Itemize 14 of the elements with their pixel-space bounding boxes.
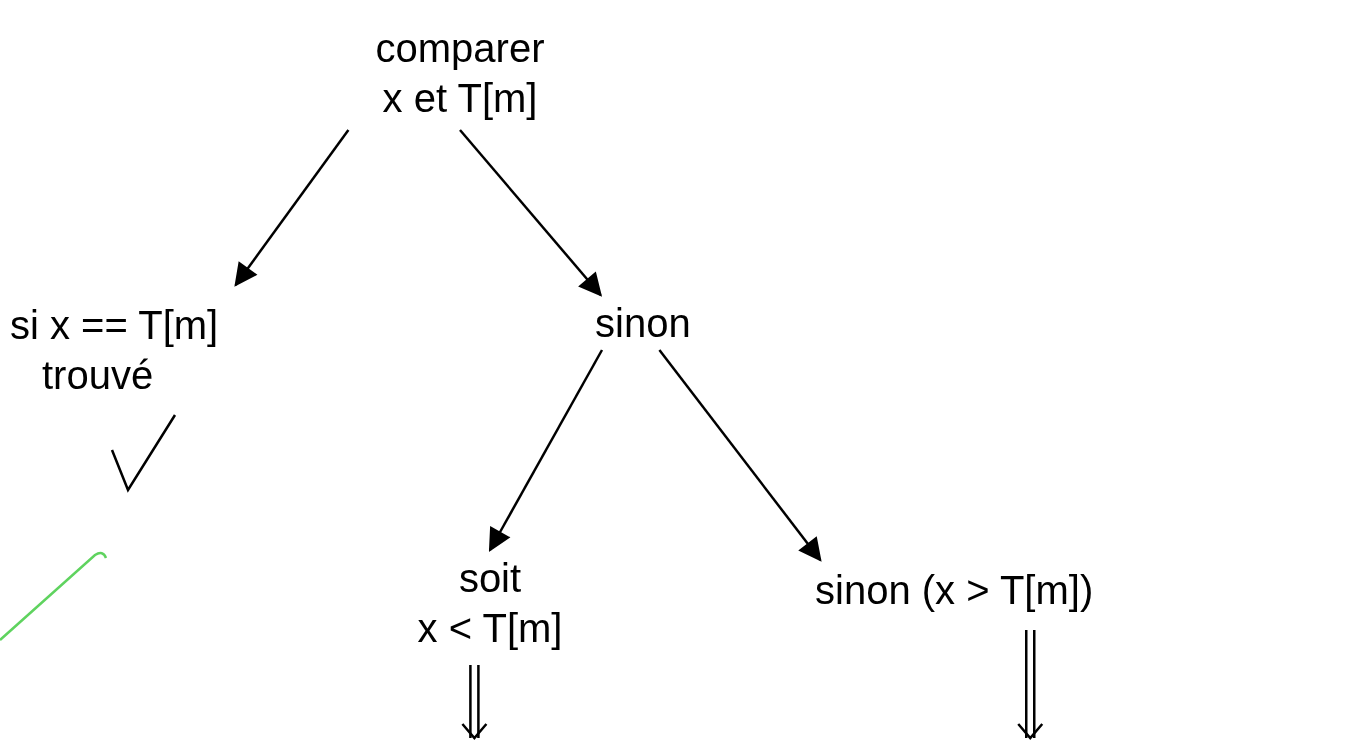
arrow: [488, 349, 604, 551]
handwritten-text: sinon: [595, 299, 691, 347]
handwritten-text: soit: [458, 554, 522, 602]
handwritten-text: x < T[m]: [417, 604, 563, 652]
arrow: [658, 349, 822, 561]
arrow: [459, 129, 602, 296]
handwritten-text: sinon (x > T[m]): [815, 567, 1094, 614]
handwritten-text: si x == T[m]: [10, 302, 219, 349]
arrow: [1017, 628, 1044, 740]
arrow: [461, 663, 488, 740]
handwritten-text: comparer: [375, 24, 545, 72]
handwritten-text: x et T[m]: [382, 74, 538, 122]
handwritten-text: trouvé: [42, 352, 154, 399]
arrow: [234, 129, 350, 286]
